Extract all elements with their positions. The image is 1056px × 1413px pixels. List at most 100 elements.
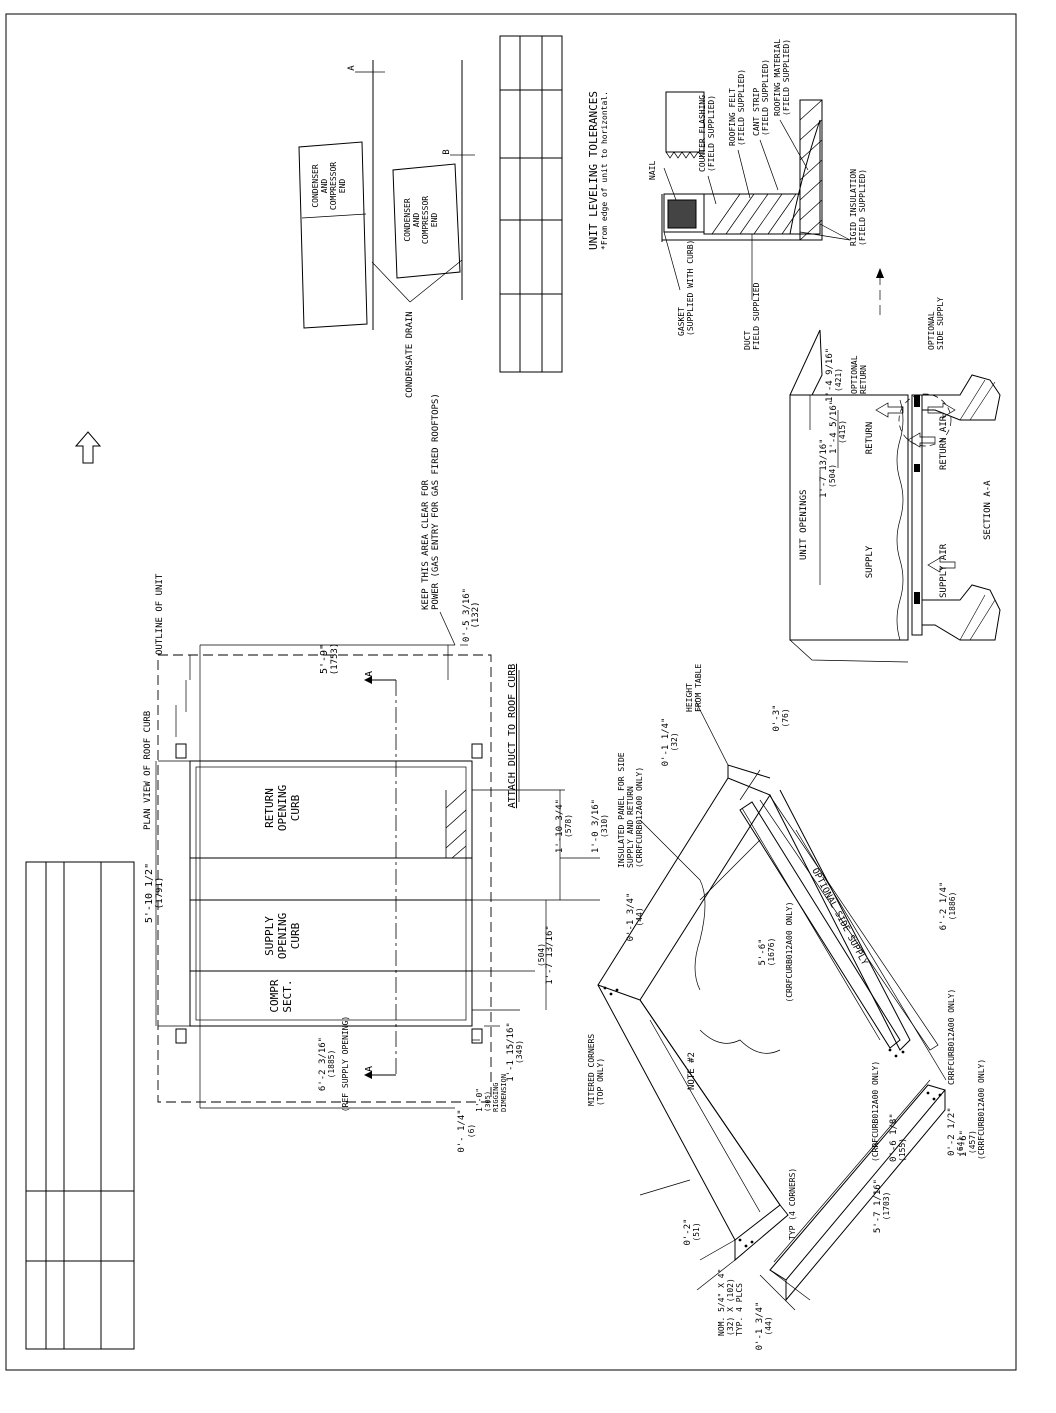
svg-text:COMPR: COMPR [268, 979, 281, 1012]
roofing-felt-label: ROOFING FELT (FIELD SUPPLIED) [728, 69, 746, 146]
iso-dim-5-6: 5'-6" [758, 938, 768, 965]
dim-0-5-3-16: 0'-5 3/16" [462, 588, 472, 642]
return-opening-curb-label: RETURN OPENING CURB [263, 785, 302, 831]
svg-text:(FIELD SUPPLIED): (FIELD SUPPLIED) [737, 69, 746, 146]
svg-text:COMPRESSOR: COMPRESSOR [329, 162, 338, 210]
section-mark-top: A [364, 671, 375, 677]
svg-text:(SUPPLIED WITH CURB): (SUPPLIED WITH CURB) [686, 240, 695, 336]
flashing-detail [661, 91, 851, 300]
svg-text:AND: AND [320, 179, 329, 194]
section-a-a-drawing [789, 268, 1001, 663]
iso-optional-side-supply: OPTIONAL SIDE SUPPLY [809, 867, 869, 968]
dim-0-1-4: 0'- 1/4" [457, 1109, 467, 1152]
svg-text:AND: AND [412, 213, 421, 228]
iso-dim-0-1-3-4-mm: (44) [635, 907, 644, 926]
svg-text:CURB: CURB [289, 794, 302, 821]
svg-text:CURB: CURB [289, 922, 302, 949]
svg-text:ROOFING MATERIAL: ROOFING MATERIAL [773, 39, 782, 116]
section-dim-a: 1'-7 13/16" [819, 438, 829, 498]
section-mark-bottom: A [364, 1066, 375, 1072]
leveling-title: UNIT LEVELING TOLERANCES [587, 91, 600, 250]
dim-1-10-3-4-mm: (578) [564, 814, 573, 838]
iso-dim-0-6-1-8-mm: (155) [898, 1138, 907, 1162]
svg-text:GASKET: GASKET [677, 307, 686, 336]
iso-dim-0-2: 0'-2" [683, 1218, 693, 1245]
optional-side-supply-label: OPTIONAL SIDE SUPPLY [927, 297, 945, 350]
leveling-mark-a: A [347, 65, 357, 71]
plan-view [155, 611, 600, 1109]
dim-5-9-mm: (1753) [330, 643, 340, 676]
dim-total-width: 5'-10 1/2" [144, 863, 155, 923]
optional-return-label: OPTIONAL RETURN [850, 355, 868, 394]
iso-dim-0-2-mm: (51) [692, 1222, 701, 1241]
svg-text:(FIELD SUPPLIED): (FIELD SUPPLIED) [858, 169, 867, 246]
leveling-subtitle: *From edge of unit to horizontal. [600, 91, 609, 250]
svg-text:SIDE SUPPLY: SIDE SUPPLY [936, 297, 945, 350]
svg-text:(32) X (102): (32) X (102) [726, 1278, 735, 1336]
isometric-curb [597, 699, 947, 1311]
svg-text:RIGGING: RIGGING [492, 1082, 500, 1112]
svg-text:(FIELD SUPPLIED): (FIELD SUPPLIED) [782, 39, 791, 116]
svg-text:OPENING: OPENING [276, 913, 289, 959]
svg-text:OPENING: OPENING [276, 785, 289, 831]
plan-view-title: PLAN VIEW OF ROOF CURB [143, 711, 153, 830]
iso-dim-0-1-1-4-mm: (32) [670, 732, 679, 751]
outline-of-unit-label: OUTLINE OF UNIT [155, 573, 165, 655]
iso-dim-0-2-1-2: 0'-2 1/2" [947, 1107, 957, 1156]
insulated-panel-label: INSULATED PANEL FOR SIDE SUPPLY AND RETU… [617, 752, 644, 868]
dim-1-0-3-16: 1'-0 3/16" [591, 799, 601, 853]
cant-strip-label: CANT STRIP (FIELD SUPPLIED) [752, 59, 770, 136]
nom-lumber-label: NOM. 5/4" X 4" (32) X (102) TYP. 4 PLCS [717, 1269, 744, 1336]
iso-dim-1-6: 1'-6" [959, 1130, 969, 1157]
svg-text:SECT.: SECT. [281, 979, 294, 1012]
return-label: RETURN [865, 422, 875, 455]
dim-1-0-3-16-mm: (310) [600, 814, 609, 838]
svg-text:RETURN: RETURN [263, 788, 276, 828]
note-2-label: NOTE #2 [687, 1052, 697, 1090]
svg-text:(TOP ONLY): (TOP ONLY) [596, 1058, 605, 1106]
iso-dim-0-1-1-4: 0'-1 1/4" [661, 718, 671, 767]
counter-flashing-label: COUNTER FLASHING (FIELD SUPPLIED) [698, 95, 716, 172]
dim-total-width-mm: (1791) [155, 877, 165, 910]
svg-text:FIELD SUPPLIED: FIELD SUPPLIED [752, 282, 761, 350]
svg-text:RIGID INSULATION: RIGID INSULATION [849, 169, 858, 246]
svg-text:(FIELD SUPPLIED): (FIELD SUPPLIED) [761, 59, 770, 136]
iso-dim-5-6-note: (CRRFCURB012A00 ONLY) [785, 901, 794, 1002]
svg-text:END: END [430, 213, 439, 228]
iso-dim-5-7-1-16-mm: (1703) [882, 1192, 891, 1221]
svg-text:DUCT: DUCT [743, 331, 752, 350]
sheet-border [5, 13, 1017, 1371]
section-dim-a-mm: (504) [828, 464, 837, 488]
keep-clear-line1: KEEP THIS AREA CLEAR FOR [421, 479, 431, 610]
svg-text:1'-0": 1'-0" [475, 1088, 484, 1112]
svg-text:OPTIONAL: OPTIONAL [927, 311, 936, 350]
keep-clear-line2: POWER (GAS ENTRY FOR GAS FIRED ROOFTOPS) [431, 393, 441, 610]
svg-text:CONDENSER: CONDENSER [403, 198, 412, 242]
compr-sect-label: COMPR SECT. [268, 979, 294, 1012]
svg-text:RETURN: RETURN [859, 365, 868, 394]
iso-dim-1-6-mm: (457) [968, 1130, 977, 1154]
iso-dim-0-1-3-4b: 0'-1 3/4" [755, 1302, 765, 1351]
section-dim-c: 1'-4 9/16" [825, 348, 835, 402]
iso-dim-1-6-note: (CRRFCURB012A00 ONLY) [977, 1059, 986, 1160]
svg-text:HEIGHT: HEIGHT [685, 683, 694, 712]
leveling-mark-b: B [442, 149, 452, 154]
section-dim-c-mm: (421) [834, 368, 843, 392]
iso-dim-0-2-1-2-mm: (64) [956, 1137, 965, 1156]
iso-dim-0-3: 0'-3" [772, 704, 782, 731]
svg-text:SUPPLY AND RETURN: SUPPLY AND RETURN [626, 786, 635, 868]
svg-text:TYP. 4 PLCS: TYP. 4 PLCS [735, 1283, 744, 1336]
iso-dim-6-2-1-4: 6'-2 1/4" [939, 882, 949, 931]
dim-1-10-3-4: 1'-10 3/4" [555, 799, 565, 853]
svg-text:COUNTER FLASHING: COUNTER FLASHING [698, 95, 707, 172]
iso-dim-5-6-mm: (1676) [767, 938, 776, 967]
svg-text:CONDENSER: CONDENSER [311, 164, 320, 208]
section-a-a-title: SECTION A-A [983, 480, 993, 540]
supply-label: SUPPLY [865, 545, 875, 578]
roofing-material-label: ROOFING MATERIAL (FIELD SUPPLIED) [773, 39, 791, 116]
svg-text:MITERED CORNERS: MITERED CORNERS [587, 1034, 596, 1106]
iso-dim-0-2-1-2-note: CRRFCURB012A00 ONLY) [947, 989, 956, 1085]
dim-1-7-13-16: 1'-7 13/16" [545, 925, 555, 985]
